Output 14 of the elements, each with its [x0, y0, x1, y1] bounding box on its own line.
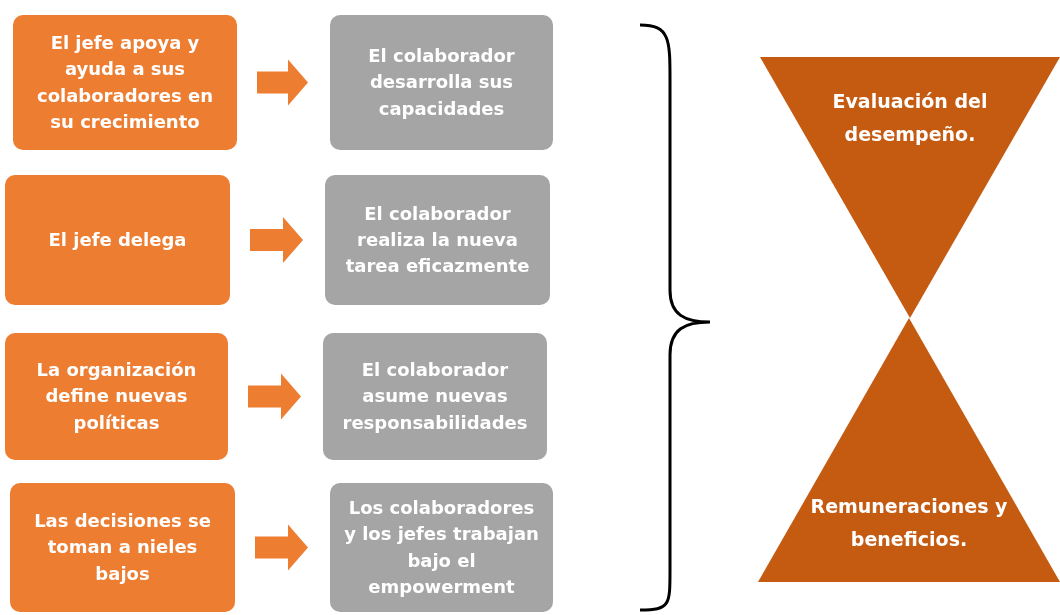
cause-box: El jefe apoya y ayuda a sus colaboradores en su crecimiento	[13, 15, 237, 150]
cause-box: Las decisiones se toman a nieles bajos	[10, 483, 235, 612]
block-arrow	[248, 373, 301, 420]
result-box: Los colaboradores y los jefes trabajan bajo el empowerment	[330, 483, 553, 612]
block-arrow	[257, 59, 308, 106]
result-box: El colaborador asume nuevas responsabilidades	[323, 333, 547, 460]
result-box: El colaborador desarrolla sus capacidades	[330, 15, 553, 150]
block-arrow	[250, 217, 303, 263]
result-box: El colaborador realiza la nueva tarea eficazmente	[325, 175, 550, 305]
triangle-label: Evaluación del desempeño.	[831, 89, 989, 148]
block-arrow	[255, 524, 308, 571]
triangle-label: Remuneraciones y beneficios.	[809, 494, 1009, 553]
cause-box: El jefe delega	[5, 175, 230, 305]
cause-box: La organización define nuevas políticas	[5, 333, 228, 460]
